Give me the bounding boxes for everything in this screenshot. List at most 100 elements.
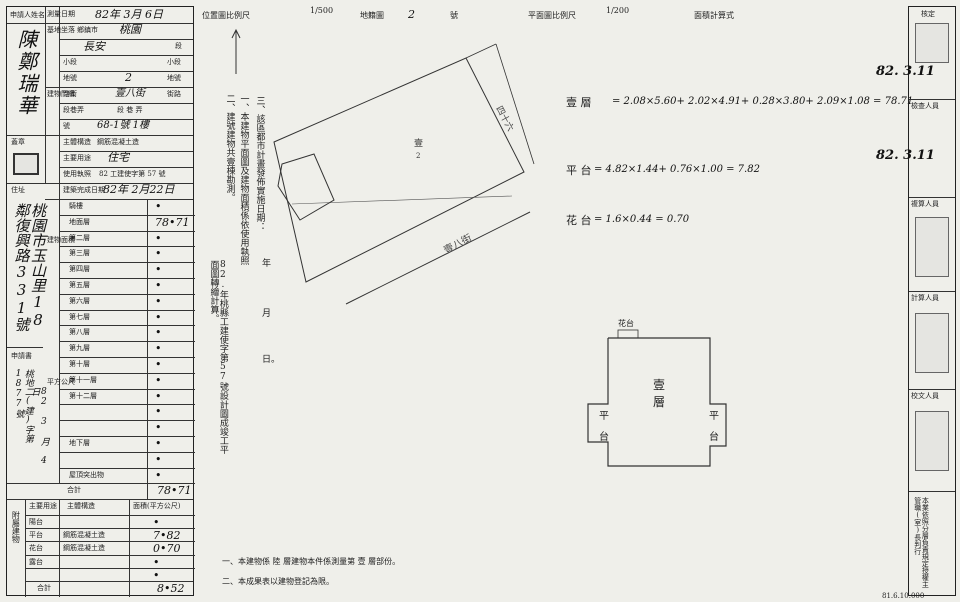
location-scale-label: 位置圖比例尺 bbox=[202, 11, 250, 20]
calc-formula-1: = 2.08×5.60+ 2.02×4.91+ 0.28×3.80+ 2.09×… bbox=[612, 96, 914, 107]
annex-structure: 鋼筋混凝土造 bbox=[63, 544, 105, 553]
floor-name: 第十層 bbox=[69, 360, 90, 368]
floor-name: 騎樓 bbox=[69, 202, 83, 210]
annex-area: • bbox=[153, 516, 160, 529]
applicant-label: 申請人姓名 bbox=[10, 11, 45, 19]
floor-area: • bbox=[155, 373, 162, 387]
floor-row: 第七層 • bbox=[59, 310, 195, 327]
plan-scale-label: 平面圖比例尺 bbox=[528, 11, 576, 20]
calc-label-2: 平 台 bbox=[566, 164, 592, 177]
floor-row: 第八層• bbox=[59, 325, 195, 343]
road-label: 路街 bbox=[63, 90, 77, 98]
lot-map-suffix: 號 bbox=[450, 11, 458, 20]
total-value: 78•71 bbox=[157, 484, 192, 497]
note-1b: 82.年桃縣工建使字第57號設計圖成竣工平面圖轉繪計算。 bbox=[208, 260, 228, 454]
completion-label: 建築完成日期 bbox=[63, 186, 105, 194]
applicant-doc-date: 82 3 月 4 日 bbox=[29, 387, 49, 466]
unit-label: 平方公尺 bbox=[47, 378, 75, 386]
floor-name: 第八層 bbox=[69, 328, 90, 337]
permit-value: 82 工建使字第 57 號 bbox=[99, 170, 166, 178]
subdistrict-label: 小段 bbox=[63, 58, 77, 66]
plan-main-label: 壹 層 bbox=[652, 378, 665, 409]
floor-row: 第六層• bbox=[59, 294, 195, 311]
annex-use: 露台 bbox=[29, 557, 43, 566]
annex-row: 平台 鋼筋混凝土造 7•82 bbox=[25, 528, 195, 542]
annex-use: 陽台 bbox=[29, 518, 43, 526]
floor-row: • bbox=[59, 404, 195, 422]
reviewer-label: 檢查人員 bbox=[911, 102, 939, 110]
annex-use: 花台 bbox=[29, 544, 43, 553]
number-value: 68-1號 1樓 bbox=[97, 120, 150, 131]
location-label: 基地坐落 bbox=[47, 26, 75, 34]
floor-area: • bbox=[155, 421, 162, 435]
floor-name: 第四層 bbox=[69, 265, 90, 274]
floor-area: • bbox=[155, 263, 162, 277]
district-value: 長安 bbox=[83, 40, 105, 53]
location-scale: 1/500 bbox=[310, 6, 334, 15]
annex-side-label: 附屬建物 bbox=[11, 511, 21, 543]
note-3: 三、該區都市計畫發佈實施日期： bbox=[254, 96, 265, 231]
area-calc-label: 面積計算式 bbox=[694, 11, 734, 20]
calc-label-3: 花 台 bbox=[566, 214, 592, 227]
seal-label: 蓋章 bbox=[11, 138, 25, 146]
floor-name: 第十二層 bbox=[69, 391, 97, 400]
floor-row: 第五層• bbox=[59, 278, 195, 295]
lot-value: 2 bbox=[125, 71, 132, 84]
floor-name: 第七層 bbox=[69, 312, 90, 321]
floor-area: • bbox=[155, 310, 162, 324]
site-location-map: 壹八街 四十六 壹 2 bbox=[231, 28, 535, 305]
lot-sub: 2 bbox=[416, 152, 420, 160]
day-label: 日。 bbox=[262, 355, 281, 365]
building-side-label: 建物面積 bbox=[47, 236, 75, 244]
floor-area: • bbox=[155, 342, 162, 356]
plan-right-label: 平 台 bbox=[706, 410, 718, 441]
floor-area: • bbox=[155, 231, 162, 245]
floor-row: 地下層• bbox=[59, 436, 195, 453]
total-label: 合計 bbox=[67, 486, 81, 494]
floor-row: • bbox=[59, 420, 195, 437]
annex-total-value: 8•52 bbox=[157, 582, 185, 595]
annex-area: • bbox=[153, 568, 160, 582]
clerk-stamp bbox=[915, 411, 949, 471]
usage-value: 住宅 bbox=[107, 151, 129, 164]
surveyor-stamp bbox=[915, 217, 949, 277]
floor-row: 屋頂突出物• bbox=[59, 468, 195, 485]
floor-area: • bbox=[155, 200, 162, 213]
building-record-form: 申請人姓名 測量日期 82年 3月 6日 基地坐落 鄉鎮市 桃園 長安 段 小段… bbox=[6, 6, 195, 597]
floor-area: • bbox=[155, 358, 162, 371]
floor-plan bbox=[587, 329, 727, 467]
annex-row: • bbox=[25, 567, 195, 582]
annex-structure-header: 主體構造 bbox=[67, 502, 95, 510]
approval-column: 核定 檢查人員 複算人員 計算人員 校文人員 本業依照分層負責規定授權主管職(室… bbox=[908, 6, 956, 596]
delegation-note: 本業依照分層負責規定授權主管職(室)長判行 bbox=[913, 497, 930, 588]
annex-structure: 鋼筋混凝土造 bbox=[63, 531, 105, 540]
floor-name: 第五層 bbox=[69, 281, 90, 289]
annex-area: 0•70 bbox=[153, 542, 181, 556]
floor-area: • bbox=[155, 437, 162, 450]
floor-name: 屋頂突出物 bbox=[69, 470, 104, 479]
calc-label-1: 壹 層 bbox=[566, 96, 592, 109]
floor-area: • bbox=[155, 452, 162, 466]
floor-name: 第二層 bbox=[69, 233, 90, 242]
bottom-note-1: 一、本建物係 陸 層建物本件係測量第 壹 層部份。 bbox=[222, 557, 401, 566]
bottom-note-2: 二、本成果表以建物登記為限。 bbox=[222, 577, 334, 586]
floor-area: • bbox=[155, 294, 162, 308]
permit-label: 使用執照 bbox=[63, 170, 91, 178]
district-label: 段 bbox=[175, 42, 182, 50]
lot-map-no: 2 bbox=[408, 8, 415, 21]
seal-stamp bbox=[13, 153, 39, 175]
floor-area: 78•71 bbox=[155, 215, 190, 229]
annex-area-header: 面積(平方公尺) bbox=[133, 502, 181, 510]
floor-name: 第三層 bbox=[69, 249, 90, 258]
annex-area: 7•82 bbox=[153, 529, 181, 543]
floor-row: 第十二層• bbox=[59, 389, 195, 406]
plan-top-label: 花台 bbox=[618, 319, 634, 328]
applicant-doc-label: 申請書 bbox=[11, 352, 32, 360]
calc-formula-3: = 1.6×0.44 = 0.70 bbox=[594, 214, 690, 225]
approval-date-2: 82. 3.11 bbox=[876, 148, 935, 163]
surveyor-label: 複算人員 bbox=[911, 200, 939, 208]
annex-use: 平台 bbox=[29, 531, 43, 540]
approval-header: 核定 bbox=[921, 10, 935, 18]
floor-name: 第九層 bbox=[69, 344, 90, 353]
